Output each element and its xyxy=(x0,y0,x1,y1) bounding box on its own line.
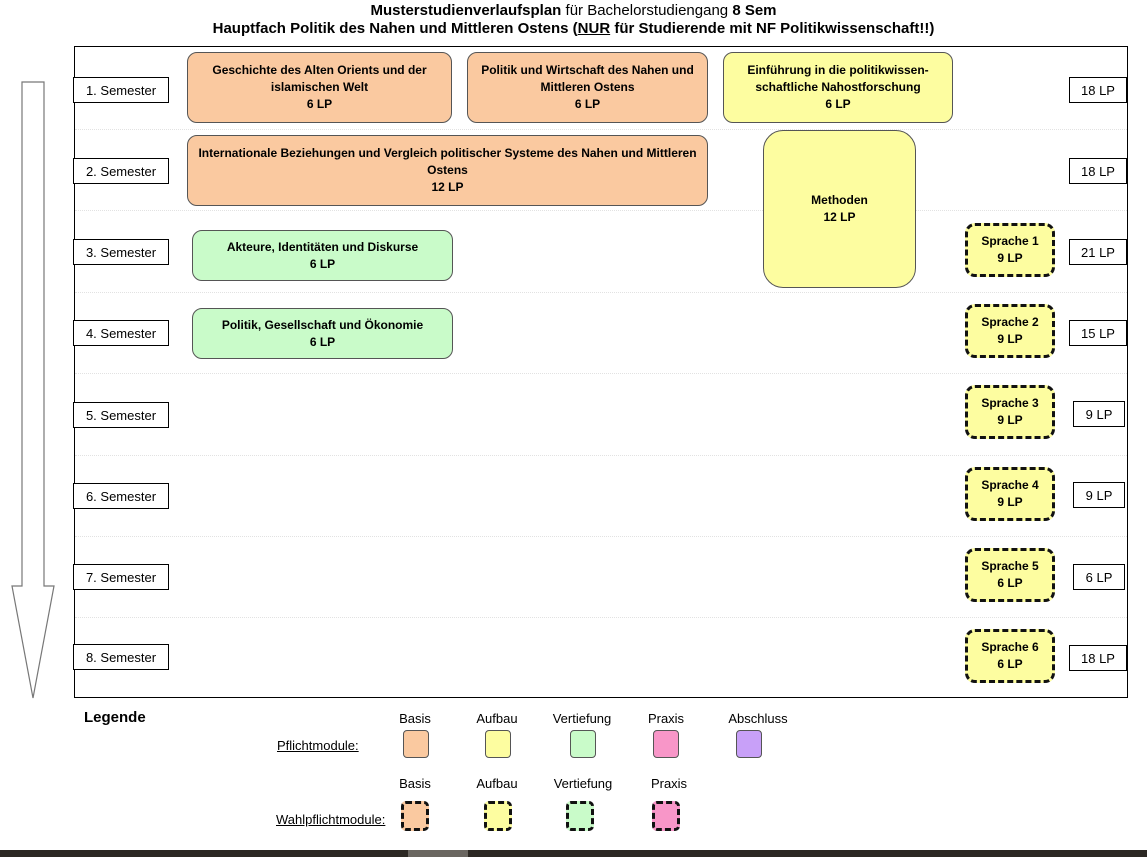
module-politik-gesellschaft: Politik, Gesellschaft und Ökonomie 6 LP xyxy=(192,308,453,359)
module-lp: 12 LP xyxy=(431,180,464,194)
module-sprache-4: Sprache 4 9 LP xyxy=(965,467,1055,521)
study-plan-grid xyxy=(74,46,1128,698)
module-name: Sprache 5 xyxy=(981,559,1039,573)
legend-pflicht-label: Pflichtmodule: xyxy=(277,738,359,753)
time-arrow-icon xyxy=(11,81,55,699)
module-einfuehrung-nahostforschung: Einführung in die politikwissen-schaftli… xyxy=(723,52,953,123)
row-divider xyxy=(75,455,1127,456)
swatch-wahl-vertiefung xyxy=(566,801,594,831)
module-lp: 6 LP xyxy=(309,256,336,271)
semester-label: 3. Semester xyxy=(73,239,169,265)
module-lp: 12 LP xyxy=(823,210,856,224)
module-lp: 9 LP xyxy=(997,332,1023,346)
plan-title: Musterstudienverlaufsplan für Bachelorst… xyxy=(0,2,1147,19)
legend-pflicht-abschluss-label: Abschluss xyxy=(728,711,788,726)
legend-title: Legende xyxy=(84,709,146,726)
semester-lp: 21 LP xyxy=(1069,239,1127,265)
legend-wahlpflicht-vertiefung-label: Vertiefung xyxy=(553,776,613,791)
window-bottom-bar xyxy=(0,850,1147,857)
module-name: Politik, Gesellschaft und Ökonomie xyxy=(221,317,424,332)
module-lp: 6 LP xyxy=(997,576,1023,590)
swatch-wahl-aufbau xyxy=(484,801,512,831)
semester-lp: 6 LP xyxy=(1073,564,1125,590)
semester-lp: 9 LP xyxy=(1073,482,1125,508)
subtitle-part-a: Hauptfach Politik des Nahen und Mittlere… xyxy=(212,20,578,37)
module-akteure-identitaeten: Akteure, Identitäten und Diskurse 6 LP xyxy=(192,230,453,281)
swatch-aufbau xyxy=(485,730,511,758)
module-sprache-6: Sprache 6 6 LP xyxy=(965,629,1055,683)
title-semesters: 8 Sem xyxy=(732,2,777,19)
semester-label: 8. Semester xyxy=(73,644,169,670)
module-geschichte-alter-orient: Geschichte des Alten Orients und der isl… xyxy=(187,52,452,123)
module-name: Sprache 2 xyxy=(981,315,1039,329)
subtitle-emphasis: NUR xyxy=(577,20,611,37)
semester-lp: 18 LP xyxy=(1069,645,1127,671)
module-name: Sprache 3 xyxy=(981,396,1039,410)
legend-wahlpflicht-label: Wahlpflichtmodule: xyxy=(276,812,386,827)
module-sprache-1: Sprache 1 9 LP xyxy=(965,223,1055,277)
legend-pflicht-aufbau-label: Aufbau xyxy=(476,711,518,726)
swatch-wahl-praxis xyxy=(652,801,680,831)
module-name: Sprache 6 xyxy=(981,640,1039,654)
row-divider xyxy=(75,617,1127,618)
module-name: Sprache 4 xyxy=(981,478,1039,492)
semester-label: 7. Semester xyxy=(73,564,169,590)
module-methoden: Methoden 12 LP xyxy=(763,130,916,288)
row-divider xyxy=(75,536,1127,537)
legend-pflicht-praxis-label: Praxis xyxy=(647,711,685,726)
subtitle-part-b: für Studierende mit NF Politikwissenscha… xyxy=(610,20,935,37)
module-lp: 9 LP xyxy=(997,413,1023,427)
module-name: Akteure, Identitäten und Diskurse xyxy=(226,239,419,254)
legend-pflicht-vertiefung-label: Vertiefung xyxy=(552,711,612,726)
module-lp: 6 LP xyxy=(825,97,851,111)
module-lp: 6 LP xyxy=(574,97,601,111)
semester-lp: 18 LP xyxy=(1069,158,1127,184)
legend-wahlpflicht-praxis-label: Praxis xyxy=(650,776,688,791)
semester-lp: 9 LP xyxy=(1073,401,1125,427)
swatch-basis xyxy=(403,730,429,758)
semester-label: 2. Semester xyxy=(73,158,169,184)
module-name: Sprache 1 xyxy=(981,234,1039,248)
module-sprache-2: Sprache 2 9 LP xyxy=(965,304,1055,358)
semester-label: 4. Semester xyxy=(73,320,169,346)
scrollbar-thumb[interactable] xyxy=(408,850,468,857)
semester-lp: 18 LP xyxy=(1069,77,1127,103)
semester-label: 1. Semester xyxy=(73,77,169,103)
module-name: Internationale Beziehungen und Vergleich… xyxy=(198,146,697,177)
module-lp: 9 LP xyxy=(997,251,1023,265)
module-lp: 9 LP xyxy=(997,495,1023,509)
swatch-praxis xyxy=(653,730,679,758)
legend-wahlpflicht-aufbau-label: Aufbau xyxy=(476,776,518,791)
legend-pflicht-basis-label: Basis xyxy=(399,711,431,726)
title-main: Musterstudienverlaufsplan xyxy=(370,2,562,19)
module-name: Geschichte des Alten Orients und der isl… xyxy=(212,63,427,94)
row-divider xyxy=(75,292,1127,293)
module-lp: 6 LP xyxy=(997,657,1023,671)
module-lp: 6 LP xyxy=(306,97,333,111)
title-program: für Bachelorstudiengang xyxy=(561,2,733,19)
legend-wahlpflicht-basis-label: Basis xyxy=(399,776,431,791)
semester-lp: 15 LP xyxy=(1069,320,1127,346)
swatch-vertiefung xyxy=(570,730,596,758)
row-divider xyxy=(75,129,1127,130)
module-sprache-5: Sprache 5 6 LP xyxy=(965,548,1055,602)
module-politik-wirtschaft: Politik und Wirtschaft des Nahen und Mit… xyxy=(467,52,708,123)
plan-subtitle: Hauptfach Politik des Nahen und Mittlere… xyxy=(0,20,1147,37)
module-name: Methoden xyxy=(811,193,868,207)
row-divider xyxy=(75,373,1127,374)
swatch-wahl-basis xyxy=(401,801,429,831)
row-divider xyxy=(75,210,1127,211)
semester-label: 5. Semester xyxy=(73,402,169,428)
module-lp: 6 LP xyxy=(309,334,336,349)
swatch-abschluss xyxy=(736,730,762,758)
semester-label: 6. Semester xyxy=(73,483,169,509)
module-name: Einführung in die politikwissen-schaftli… xyxy=(747,63,929,94)
module-sprache-3: Sprache 3 9 LP xyxy=(965,385,1055,439)
module-name: Politik und Wirtschaft des Nahen und Mit… xyxy=(481,63,694,94)
module-internationale-beziehungen: Internationale Beziehungen und Vergleich… xyxy=(187,135,708,206)
